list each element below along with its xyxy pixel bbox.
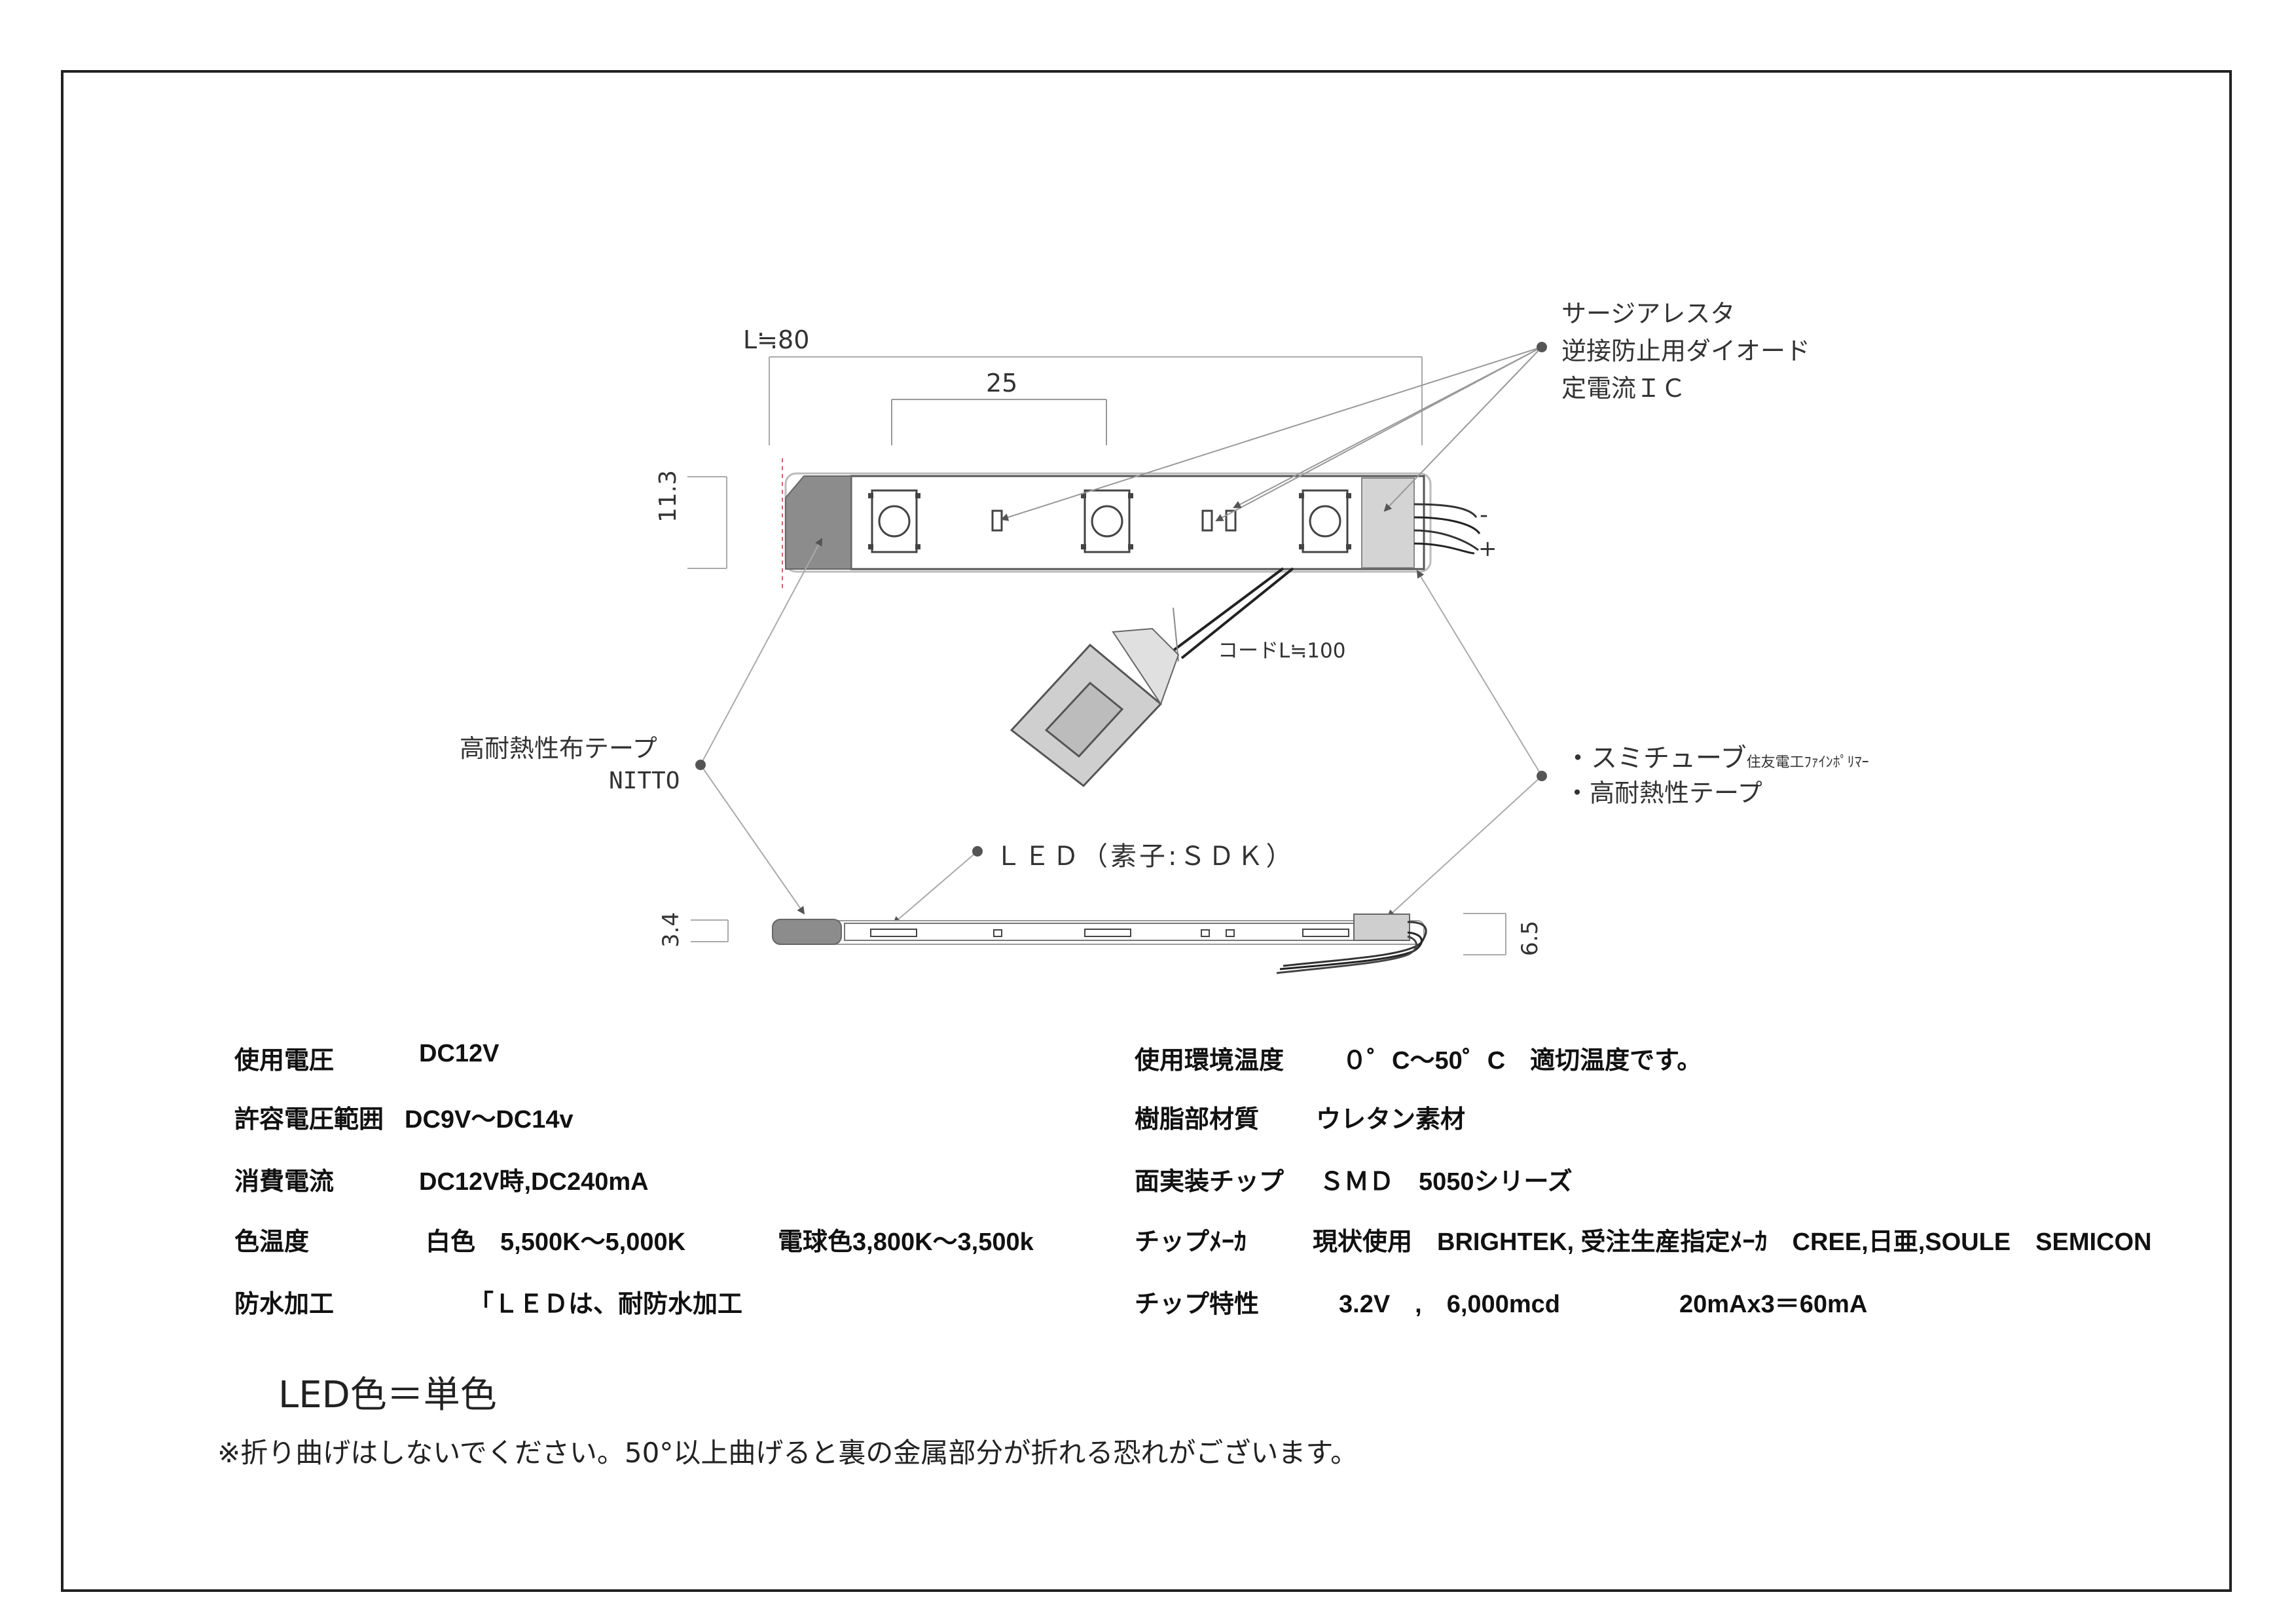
led-color-note: LED色＝単色	[278, 1374, 497, 1416]
spec-resin-label: 樹脂部材質	[1135, 1106, 1260, 1134]
led-chip-1	[868, 489, 920, 553]
tube-cap	[1361, 477, 1415, 568]
polarity-minus: -	[1480, 502, 1488, 528]
led-chip-2	[1081, 489, 1133, 553]
spec-color-temp-label: 色温度	[234, 1228, 310, 1256]
polarity-plus: +	[1478, 536, 1497, 562]
callout-nitto: NITTO	[609, 767, 680, 794]
spec-voltage-label: 使用電圧	[234, 1047, 335, 1075]
spec-chip-char-value: 3.2V , 6,000mcd	[1339, 1291, 1560, 1318]
component-leader-lines	[1000, 346, 1542, 521]
spec-smd-value: ＳＭＤ 5050シリーズ	[1319, 1168, 1573, 1196]
resistor-3	[1225, 509, 1237, 532]
dim-thickness-right-label: 6.5	[1517, 920, 1543, 956]
dim-length-label: L≒80	[743, 325, 810, 354]
spec-color-temp-white: 白色 5,500K～5,000K	[426, 1228, 686, 1256]
spec-range-value: DC9V～DC14v	[405, 1106, 574, 1134]
callout-dot-tube	[1537, 771, 1547, 781]
callout-sumi-tube: ・スミチューブ住友電工ﾌｧｲﾝﾎﾟﾘﾏｰ	[1565, 743, 1869, 773]
spec-smd-label: 面実装チップ	[1135, 1168, 1285, 1196]
dim-pitch-label: 25	[986, 369, 1018, 397]
spec-chip-current-value: 20mAx3＝60mA	[1679, 1291, 1868, 1318]
tube-leader-lines	[1387, 570, 1542, 918]
spec-range-label: 許容電圧範囲	[234, 1106, 384, 1134]
drawing-frame	[61, 70, 2232, 1592]
dim-thickness-left-label: 3.4	[658, 912, 684, 948]
resistor-1	[991, 509, 1003, 532]
dimension-height	[687, 476, 727, 569]
callout-dot-components	[1537, 342, 1547, 352]
spec-waterproof-value: ｢ＬＥＤは、耐防水加工	[481, 1291, 743, 1318]
dimension-length	[769, 356, 1423, 445]
spec-env-temp-label: 使用環境温度	[1135, 1047, 1285, 1075]
callout-surge-arrester: サージアレスタ	[1561, 299, 1736, 328]
led-chip-3	[1299, 489, 1351, 553]
resistor-2	[1201, 509, 1213, 532]
spec-env-temp-value: ０゜C～50゜C 適切温度です。	[1342, 1047, 1702, 1075]
spec-chip-char-label: チップ特性	[1135, 1291, 1260, 1318]
dimension-thickness-right	[1463, 913, 1506, 955]
callout-cloth-tape: 高耐熱性布テープ	[460, 734, 657, 763]
spec-color-temp-bulb: 電球色3,800K～3,500k	[778, 1228, 1034, 1256]
strip-side-view	[772, 913, 1427, 974]
dimension-thickness-left	[691, 919, 729, 942]
spec-current-value: DC12V時,DC240mA	[419, 1168, 649, 1196]
side-cloth-tape	[772, 919, 842, 945]
spec-current-label: 消費電流	[234, 1168, 335, 1196]
callout-reverse-diode: 逆接防止用ダイオード	[1561, 337, 1811, 365]
callout-dot-tape	[695, 760, 706, 770]
spec-voltage-value: DC12V	[419, 1040, 500, 1067]
led-leader-line	[892, 851, 978, 925]
bending-warning: ※折り曲げはしないでください。50°以上曲げると裏の金属部分が折れる恐れがござい…	[217, 1437, 1358, 1469]
dimension-pitch	[891, 399, 1107, 445]
callout-heat-tape: ・高耐熱性テープ	[1565, 779, 1762, 807]
spec-waterproof-label: 防水加工	[234, 1291, 335, 1318]
cloth-tape-cap	[785, 475, 852, 570]
cord-connector	[1010, 567, 1294, 788]
callout-led: ＬＥＤ（素子:ＳＤＫ）	[995, 841, 1295, 872]
dim-height-label: 11.3	[655, 470, 682, 523]
side-tube	[1353, 913, 1410, 941]
cord-length-label: コードL≒100	[1218, 639, 1346, 663]
spec-maker-label: チップﾒｰｶ	[1135, 1228, 1247, 1256]
spec-maker-value: 現状使用 BRIGHTEK, 受注生産指定ﾒｰｶ CREE,日亜,SOULE S…	[1313, 1228, 2152, 1256]
tape-leader-lines	[700, 538, 822, 915]
callout-dot-led	[972, 846, 983, 857]
callout-constant-current-ic: 定電流ＩＣ	[1561, 374, 1686, 403]
strip-top-view	[784, 472, 1481, 573]
spec-resin-value: ウレタン素材	[1316, 1106, 1466, 1134]
